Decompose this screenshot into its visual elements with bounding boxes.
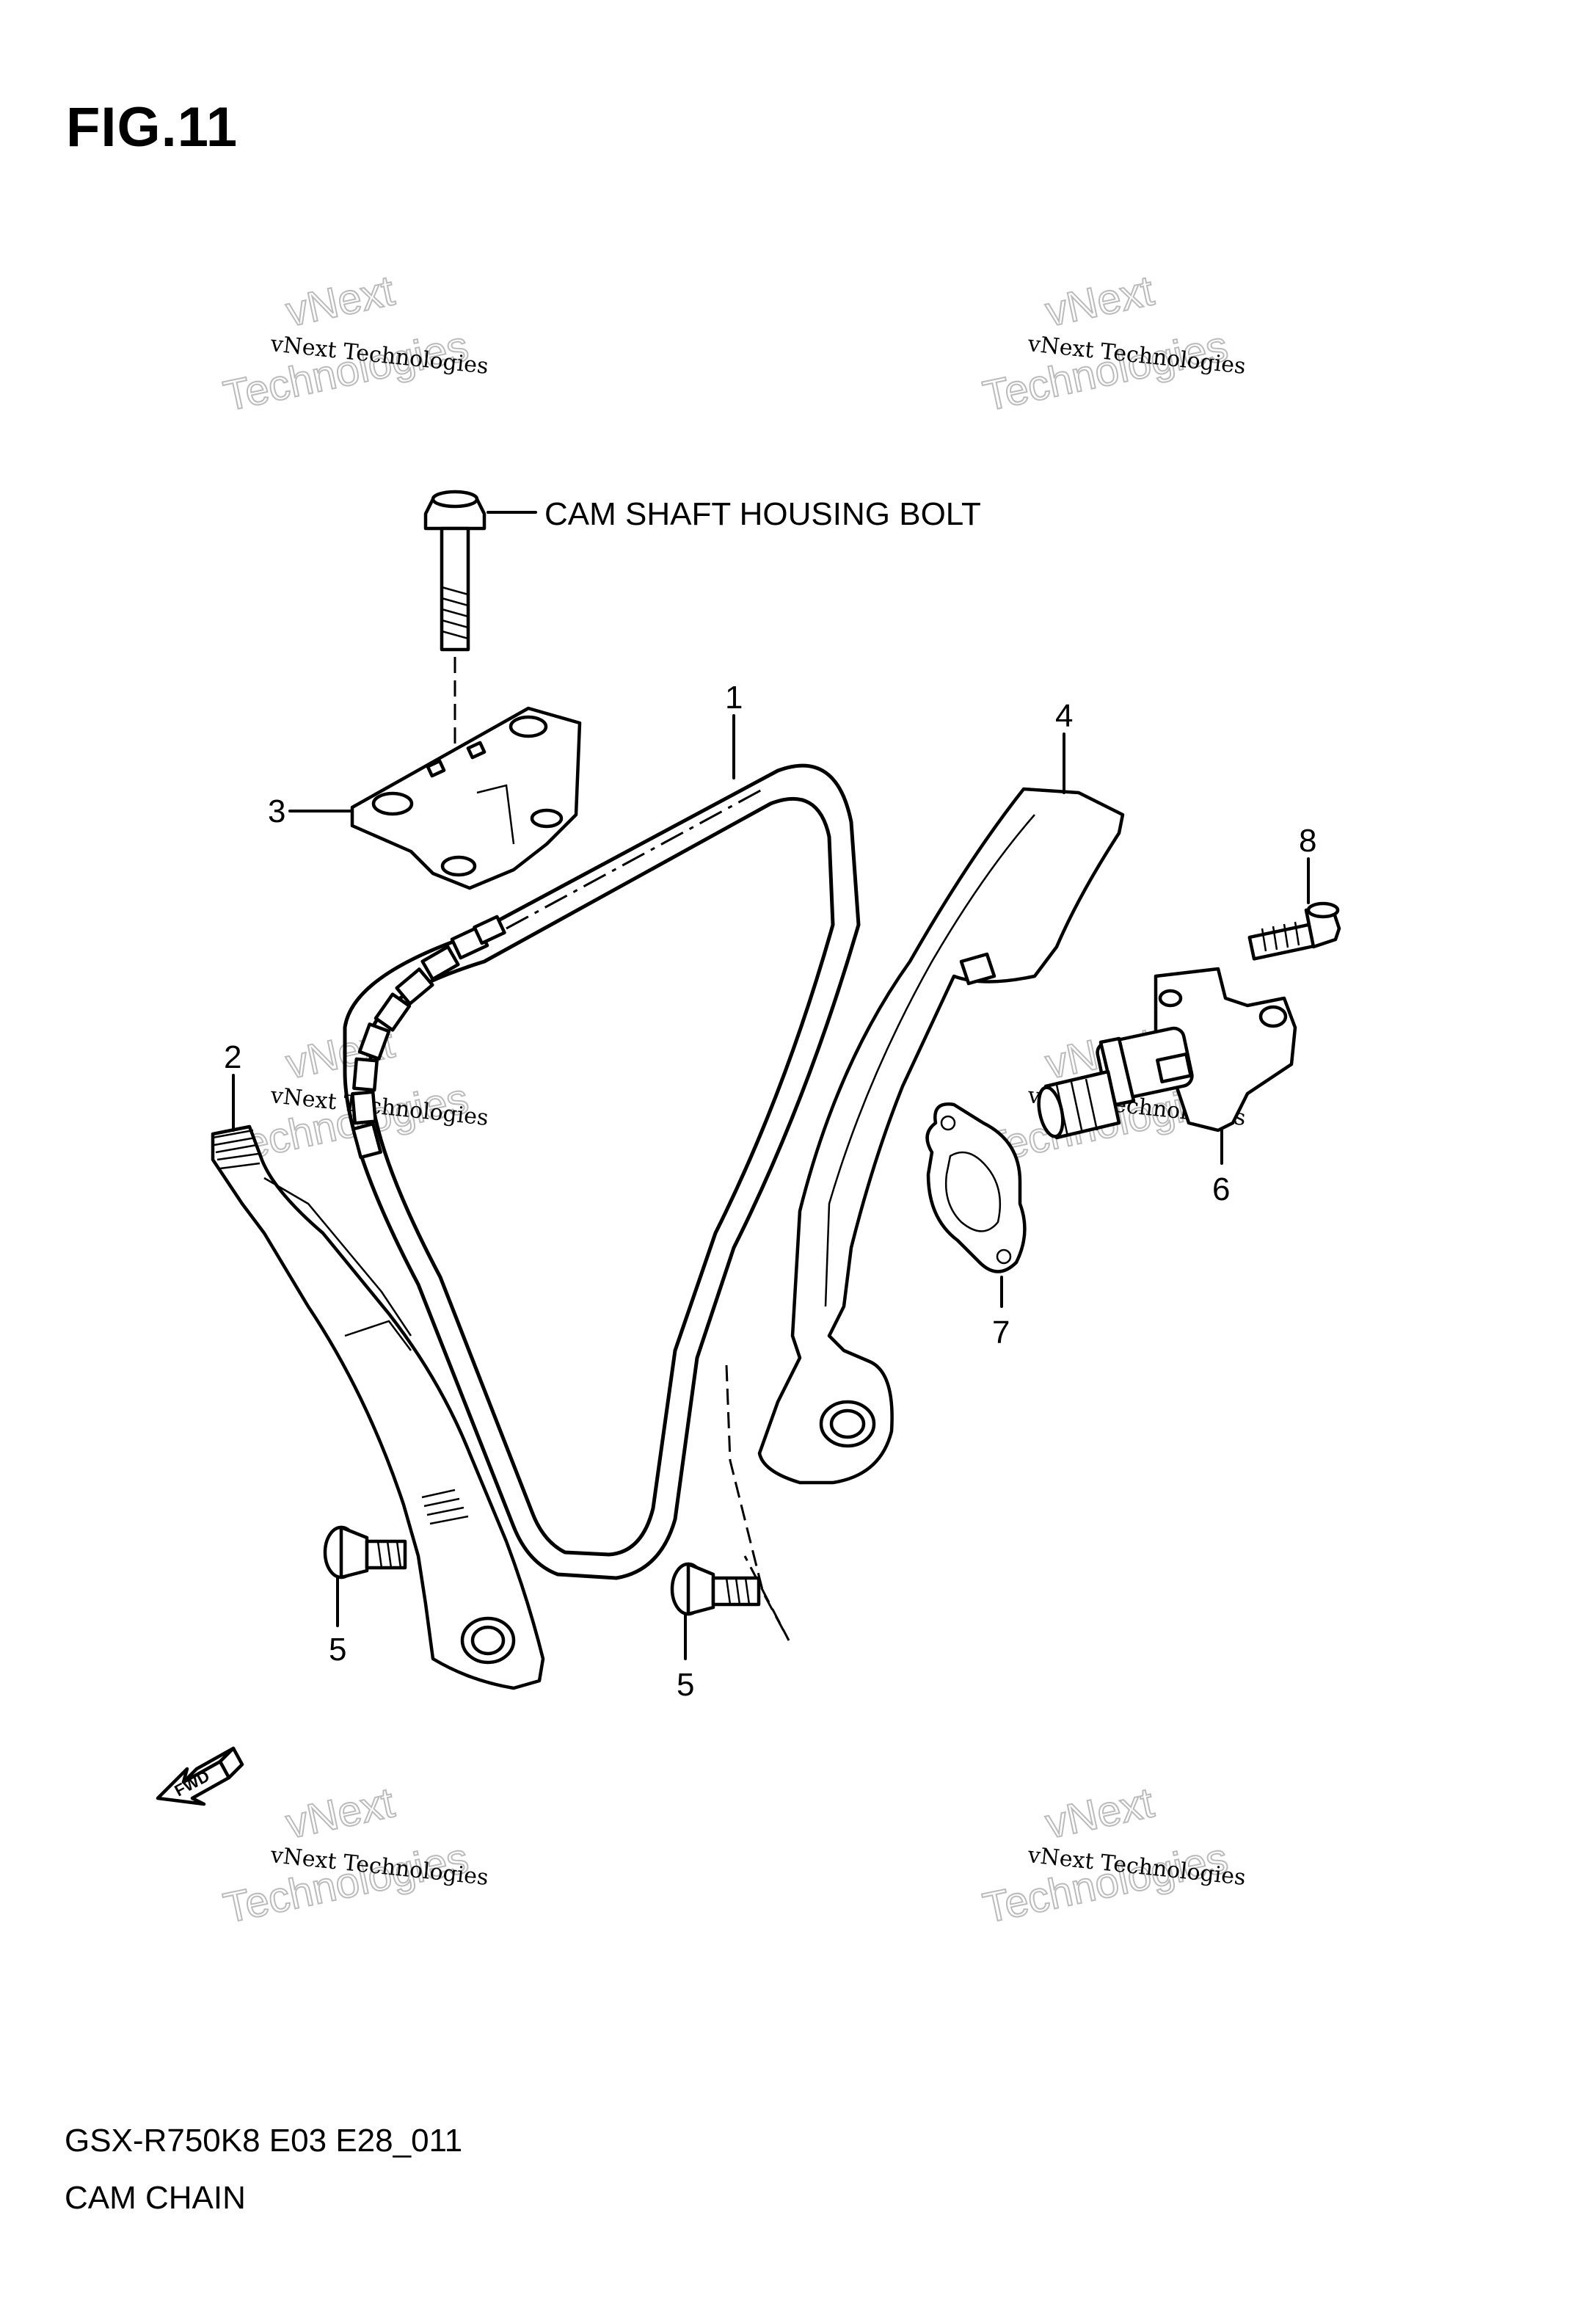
watermark-bottom-right: vNext Technologies vNext Technologies [978, 1778, 1247, 1933]
part-2-cam-chain-tensioner [211, 1074, 545, 1690]
svg-text:vNext: vNext [1041, 1778, 1158, 1847]
part-6-tensioner-adjuster [1037, 967, 1297, 1165]
svg-text:vNext: vNext [1041, 266, 1158, 335]
callout-part-5-left: 5 [329, 1632, 346, 1668]
part-3-chain-guide-holder [288, 706, 582, 890]
fwd-arrow-icon: FWD [156, 1746, 244, 1806]
callout-part-1: 1 [725, 680, 743, 716]
callout-part-4: 4 [1055, 698, 1073, 734]
watermark-top-right: vNext Technologies vNext Technologies [978, 266, 1247, 421]
part-5-bolt-left [323, 1525, 407, 1627]
part-1-cam-chain [343, 714, 861, 1580]
svg-text:vNext: vNext [282, 266, 398, 335]
part-8-tensioner-bolt [1247, 857, 1341, 961]
watermark-top-left: vNext Technologies vNext Technologies [219, 266, 489, 421]
part-7-gasket [925, 1102, 1027, 1308]
callout-part-6: 6 [1212, 1171, 1230, 1207]
svg-text:vNext: vNext [282, 1778, 398, 1847]
part-4-cam-chain-guide [725, 733, 1125, 1641]
watermark-bottom-left: vNext Technologies vNext Technologies [219, 1778, 489, 1933]
cam-chain-links [351, 915, 506, 1160]
part-5-bolt-right [670, 1562, 761, 1660]
callout-part-8: 8 [1299, 823, 1316, 859]
figure-name: CAM CHAIN [65, 2180, 246, 2216]
cam-shaft-housing-bolt [423, 490, 537, 859]
callout-part-3: 3 [268, 793, 285, 829]
callout-part-7: 7 [992, 1315, 1010, 1351]
callout-part-2: 2 [224, 1039, 241, 1075]
figure-title: FIG.11 [66, 96, 238, 159]
callout-part-5-right: 5 [677, 1667, 694, 1703]
figure-model-code: GSX-R750K8 E03 E28_011 [65, 2123, 463, 2159]
callout-cam-shaft-housing-bolt: CAM SHAFT HOUSING BOLT [544, 496, 981, 532]
